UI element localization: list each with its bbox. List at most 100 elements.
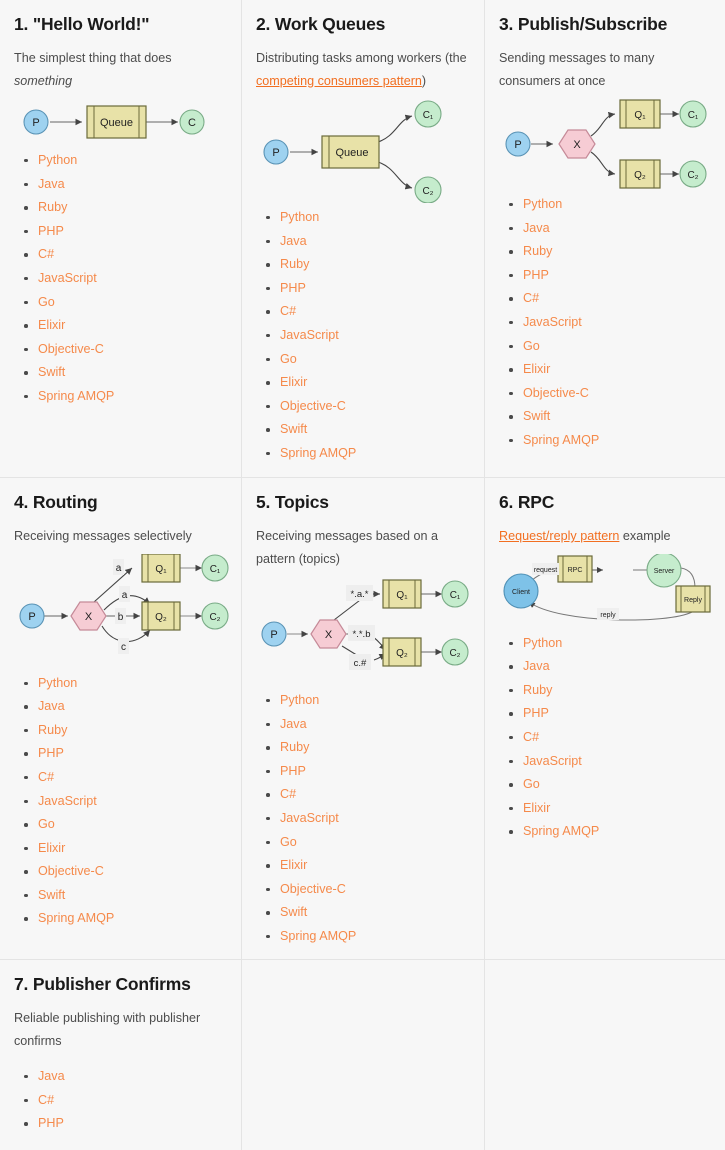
lang-link[interactable]: Swift: [280, 422, 308, 437]
list-item[interactable]: PHP: [24, 1113, 227, 1137]
list-item[interactable]: C#: [266, 784, 470, 808]
lang-link[interactable]: PHP: [523, 706, 549, 721]
list-item[interactable]: Objective-C: [266, 396, 470, 420]
list-item[interactable]: PHP: [266, 278, 470, 302]
list-item[interactable]: PHP: [509, 265, 711, 289]
list-item[interactable]: PHP: [24, 221, 227, 245]
lang-link[interactable]: Elixir: [38, 318, 66, 333]
list-item[interactable]: Go: [509, 774, 711, 798]
lang-link[interactable]: PHP: [38, 223, 64, 238]
lang-link[interactable]: Ruby: [523, 244, 553, 259]
lang-link[interactable]: Python: [38, 152, 78, 167]
lang-link[interactable]: Spring AMQP: [38, 388, 115, 403]
list-item[interactable]: Java: [24, 174, 227, 198]
lang-link[interactable]: PHP: [523, 267, 549, 282]
lang-link[interactable]: Java: [280, 716, 307, 731]
lang-link[interactable]: Python: [280, 692, 320, 707]
lang-link[interactable]: Objective-C: [38, 341, 104, 356]
list-item[interactable]: Python: [266, 690, 470, 714]
desc-link[interactable]: competing consumers pattern: [256, 73, 422, 88]
list-item[interactable]: Ruby: [509, 680, 711, 704]
list-item[interactable]: C#: [24, 1090, 227, 1114]
list-item[interactable]: Objective-C: [509, 383, 711, 407]
lang-link[interactable]: PHP: [38, 746, 64, 761]
lang-link[interactable]: JavaScript: [38, 270, 97, 285]
list-item[interactable]: C#: [509, 288, 711, 312]
lang-link[interactable]: Go: [38, 294, 55, 309]
list-item[interactable]: Objective-C: [24, 861, 227, 885]
list-item[interactable]: Java: [24, 1066, 227, 1090]
lang-link[interactable]: Ruby: [280, 740, 310, 755]
lang-link[interactable]: Spring AMQP: [523, 824, 600, 839]
lang-link[interactable]: C#: [523, 291, 540, 306]
list-item[interactable]: Python: [24, 150, 227, 174]
list-item[interactable]: JavaScript: [266, 808, 470, 832]
list-item[interactable]: Python: [266, 207, 470, 231]
lang-link[interactable]: JavaScript: [280, 327, 339, 342]
list-item[interactable]: Swift: [24, 885, 227, 909]
lang-link[interactable]: Python: [280, 209, 320, 224]
list-item[interactable]: Swift: [266, 902, 470, 926]
list-item[interactable]: Spring AMQP: [509, 821, 711, 845]
lang-link[interactable]: C#: [280, 304, 297, 319]
lang-link[interactable]: Java: [523, 220, 550, 235]
list-item[interactable]: Ruby: [266, 254, 470, 278]
lang-link[interactable]: C#: [280, 787, 297, 802]
list-item[interactable]: Spring AMQP: [509, 430, 711, 454]
desc-link[interactable]: Request/reply pattern: [499, 529, 620, 544]
list-item[interactable]: Python: [509, 194, 711, 218]
lang-link[interactable]: Spring AMQP: [280, 445, 357, 460]
list-item[interactable]: PHP: [509, 703, 711, 727]
list-item[interactable]: Ruby: [24, 197, 227, 221]
list-item[interactable]: Java: [266, 714, 470, 738]
list-item[interactable]: Elixir: [24, 315, 227, 339]
lang-link[interactable]: Java: [38, 1068, 65, 1083]
lang-link[interactable]: Java: [38, 699, 65, 714]
lang-link[interactable]: C#: [38, 769, 55, 784]
list-item[interactable]: PHP: [24, 743, 227, 767]
lang-link[interactable]: Go: [38, 817, 55, 832]
list-item[interactable]: Spring AMQP: [24, 908, 227, 932]
list-item[interactable]: Elixir: [509, 359, 711, 383]
lang-link[interactable]: JavaScript: [523, 314, 582, 329]
lang-link[interactable]: Elixir: [280, 375, 308, 390]
lang-link[interactable]: Go: [280, 834, 297, 849]
lang-link[interactable]: C#: [38, 1092, 55, 1107]
lang-link[interactable]: C#: [38, 247, 55, 262]
lang-link[interactable]: Spring AMQP: [280, 928, 357, 943]
lang-link[interactable]: Ruby: [280, 257, 310, 272]
lang-link[interactable]: Java: [523, 659, 550, 674]
list-item[interactable]: Swift: [266, 419, 470, 443]
lang-link[interactable]: Elixir: [38, 840, 66, 855]
lang-link[interactable]: Objective-C: [38, 864, 104, 879]
lang-link[interactable]: PHP: [38, 1116, 64, 1131]
lang-link[interactable]: Elixir: [523, 362, 551, 377]
lang-link[interactable]: Java: [280, 233, 307, 248]
list-item[interactable]: C#: [509, 727, 711, 751]
lang-link[interactable]: Ruby: [523, 682, 553, 697]
list-item[interactable]: C#: [24, 244, 227, 268]
lang-link[interactable]: Elixir: [523, 800, 551, 815]
lang-link[interactable]: Java: [38, 176, 65, 191]
lang-link[interactable]: Spring AMQP: [38, 911, 115, 926]
list-item[interactable]: Spring AMQP: [266, 926, 470, 950]
list-item[interactable]: Go: [266, 832, 470, 856]
lang-link[interactable]: Swift: [523, 409, 551, 424]
list-item[interactable]: Ruby: [509, 241, 711, 265]
list-item[interactable]: JavaScript: [509, 312, 711, 336]
list-item[interactable]: Python: [509, 633, 711, 657]
lang-link[interactable]: Objective-C: [280, 881, 346, 896]
lang-link[interactable]: Objective-C: [280, 398, 346, 413]
lang-link[interactable]: Swift: [280, 905, 308, 920]
lang-link[interactable]: Ruby: [38, 200, 68, 215]
list-item[interactable]: Java: [509, 218, 711, 242]
lang-link[interactable]: Swift: [38, 887, 66, 902]
list-item[interactable]: Python: [24, 673, 227, 697]
list-item[interactable]: Elixir: [24, 838, 227, 862]
list-item[interactable]: Swift: [509, 406, 711, 430]
list-item[interactable]: C#: [266, 301, 470, 325]
lang-link[interactable]: Go: [280, 351, 297, 366]
lang-link[interactable]: Go: [523, 338, 540, 353]
lang-link[interactable]: Ruby: [38, 722, 68, 737]
list-item[interactable]: Java: [24, 696, 227, 720]
